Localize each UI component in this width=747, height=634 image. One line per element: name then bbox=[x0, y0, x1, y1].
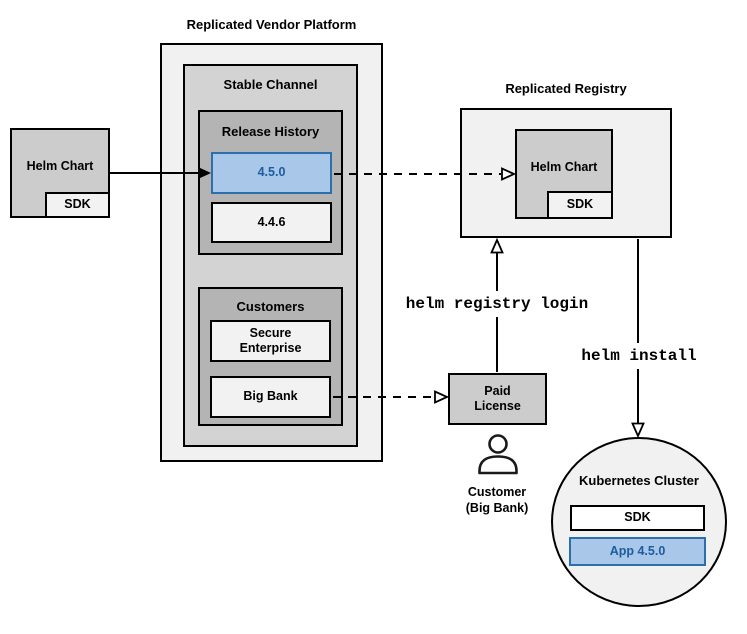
cluster-sdk-box: SDK bbox=[570, 505, 705, 531]
arrow-registry-to-cluster-install bbox=[631, 239, 645, 439]
cluster-app-box: App 4.5.0 bbox=[569, 537, 706, 566]
registry-helm-chart-label: Helm Chart bbox=[530, 160, 598, 175]
customer-big-bank-box: Big Bank bbox=[210, 376, 331, 418]
registry-sdk-badge: SDK bbox=[547, 191, 613, 219]
release-history-title: Release History bbox=[221, 124, 320, 139]
kubernetes-cluster-title: Kubernetes Cluster bbox=[579, 473, 699, 488]
source-helm-chart-label: Helm Chart bbox=[26, 159, 94, 174]
customers-title: Customers bbox=[236, 299, 305, 314]
command-helm-install: helm install bbox=[581, 347, 697, 365]
paid-license-box: Paid License bbox=[448, 373, 547, 425]
source-sdk-badge: SDK bbox=[45, 192, 110, 218]
registry-title: Replicated Registry bbox=[505, 81, 627, 96]
command-registry-login: helm registry login bbox=[405, 295, 589, 313]
stable-channel-title: Stable Channel bbox=[223, 77, 318, 92]
customer-secure-enterprise-box: Secure Enterprise bbox=[210, 320, 331, 362]
vendor-platform-title: Replicated Vendor Platform bbox=[186, 17, 357, 32]
customer-label: Customer (Big Bank) bbox=[465, 485, 529, 515]
release-4-5-0-box: 4.5.0 bbox=[211, 152, 332, 194]
customer-person-icon bbox=[478, 434, 518, 475]
release-4-4-6-box: 4.4.6 bbox=[211, 202, 332, 243]
